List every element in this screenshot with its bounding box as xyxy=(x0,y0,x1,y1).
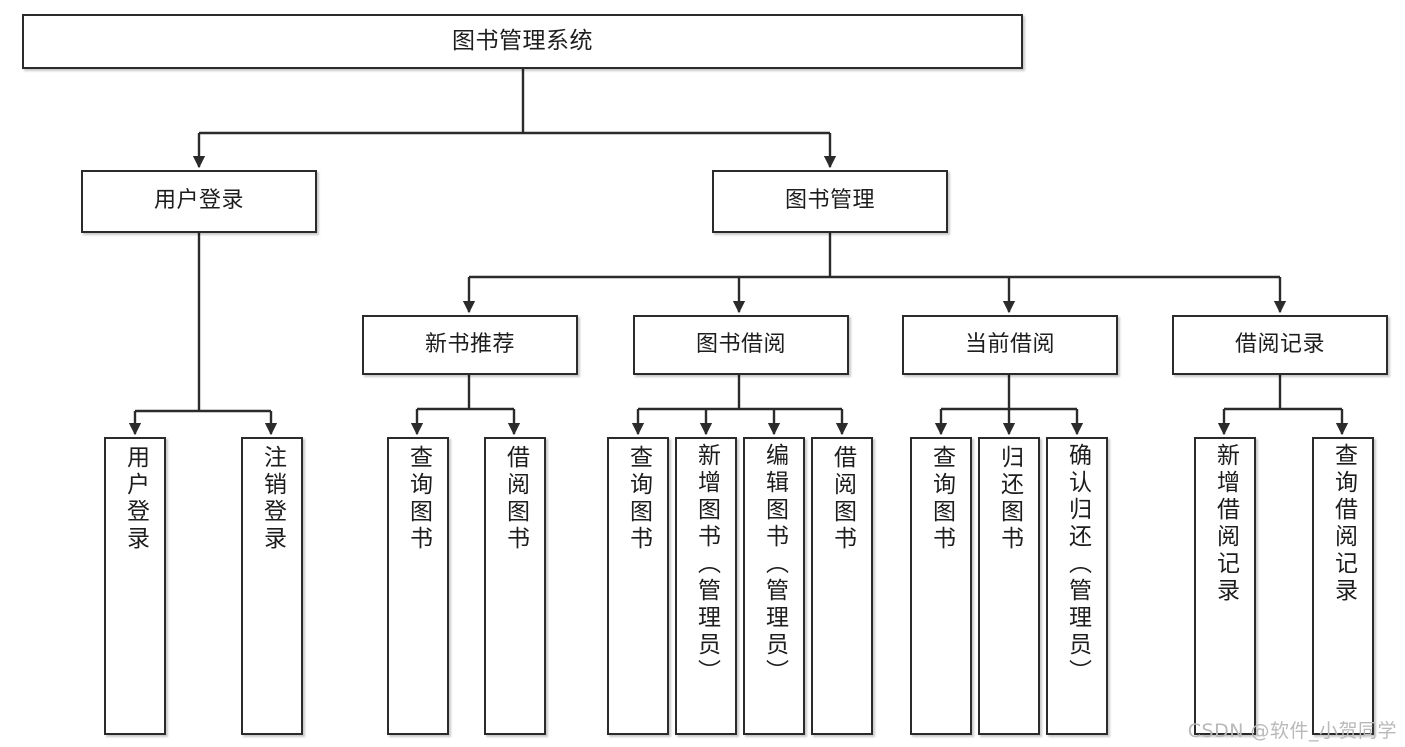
node-leaf-query-record-label: 查询借阅记录 xyxy=(1330,443,1357,605)
node-new-book-recommend-label: 新书推荐 xyxy=(424,331,515,357)
node-leaf-user-login-label: 用户登录 xyxy=(122,445,149,553)
node-root-label: 图书管理系统 xyxy=(452,27,593,54)
node-leaf-return-book-label: 归还图书 xyxy=(996,445,1023,553)
node-leaf-query-book-3-label: 查询图书 xyxy=(928,445,955,553)
node-leaf-add-record[interactable]: 新增借阅记录 xyxy=(1194,437,1256,735)
node-leaf-add-book-label: 新增图书（管理员） xyxy=(693,443,720,686)
node-book-borrow[interactable]: 图书借阅 xyxy=(633,315,849,375)
node-new-book-recommend[interactable]: 新书推荐 xyxy=(362,315,578,375)
node-root[interactable]: 图书管理系统 xyxy=(22,14,1023,69)
node-user-login[interactable]: 用户登录 xyxy=(81,170,317,233)
node-leaf-borrow-book-1[interactable]: 借阅图书 xyxy=(484,437,546,735)
node-leaf-borrow-book-2-label: 借阅图书 xyxy=(829,445,856,553)
node-leaf-add-record-label: 新增借阅记录 xyxy=(1212,443,1239,605)
node-current-borrow-label: 当前借阅 xyxy=(964,331,1055,357)
node-leaf-borrow-book-1-label: 借阅图书 xyxy=(502,445,529,553)
node-leaf-query-book-2-label: 查询图书 xyxy=(625,445,652,553)
node-book-management[interactable]: 图书管理 xyxy=(712,170,948,233)
watermark-text: CSDN @软件_小贺同学 xyxy=(1187,720,1397,742)
node-book-borrow-label: 图书借阅 xyxy=(695,331,786,357)
node-leaf-logout-label: 注销登录 xyxy=(259,445,286,553)
node-leaf-confirm-return-label: 确认归还（管理员） xyxy=(1064,443,1091,686)
node-borrow-record[interactable]: 借阅记录 xyxy=(1172,315,1388,375)
node-leaf-logout[interactable]: 注销登录 xyxy=(241,437,303,735)
node-leaf-query-record[interactable]: 查询借阅记录 xyxy=(1312,437,1374,735)
node-leaf-return-book[interactable]: 归还图书 xyxy=(978,437,1040,735)
node-leaf-confirm-return[interactable]: 确认归还（管理员） xyxy=(1046,437,1108,735)
node-book-management-label: 图书管理 xyxy=(784,188,875,214)
node-borrow-record-label: 借阅记录 xyxy=(1234,331,1325,357)
node-leaf-add-book[interactable]: 新增图书（管理员） xyxy=(675,437,737,735)
node-leaf-query-book-3[interactable]: 查询图书 xyxy=(910,437,972,735)
node-leaf-edit-book-label: 编辑图书（管理员） xyxy=(761,443,788,686)
node-leaf-borrow-book-2[interactable]: 借阅图书 xyxy=(811,437,873,735)
node-leaf-query-book-1-label: 查询图书 xyxy=(405,445,432,553)
node-leaf-query-book-2[interactable]: 查询图书 xyxy=(607,437,669,735)
node-leaf-query-book-1[interactable]: 查询图书 xyxy=(387,437,449,735)
node-current-borrow[interactable]: 当前借阅 xyxy=(902,315,1118,375)
node-user-login-label: 用户登录 xyxy=(153,188,244,214)
node-leaf-user-login[interactable]: 用户登录 xyxy=(104,437,166,735)
node-leaf-edit-book[interactable]: 编辑图书（管理员） xyxy=(743,437,805,735)
